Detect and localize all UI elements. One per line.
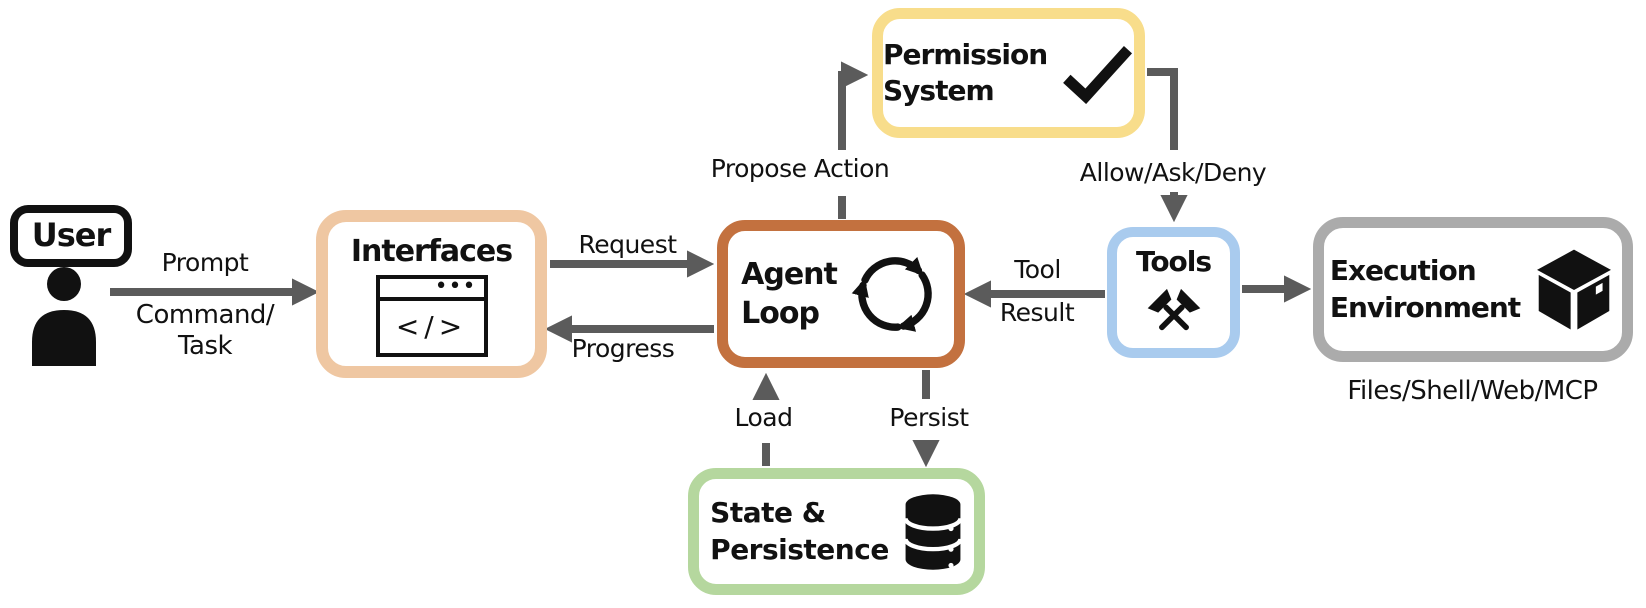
permission-system-node: Permission System xyxy=(872,8,1145,138)
execution-caption: Files/Shell/Web/MCP xyxy=(1347,376,1598,406)
tool-result-line1: Tool xyxy=(1014,255,1061,284)
hammers-icon xyxy=(1147,288,1200,330)
browser-titlebar: ••• xyxy=(379,275,484,301)
request-label: Request xyxy=(578,230,677,259)
permission-line1: Permission xyxy=(883,37,1048,71)
browser-code-icon: ••• </> xyxy=(375,274,488,357)
state-line1: State & xyxy=(710,496,826,530)
execution-line1: Execution xyxy=(1329,254,1477,288)
agent-loop-line1: Agent xyxy=(741,257,838,292)
tools-label: Tools xyxy=(1135,245,1212,279)
state-persistence-label: State & Persistence xyxy=(710,495,889,568)
interfaces-node: Interfaces ••• </> xyxy=(316,210,547,378)
propose-action-label: Propose Action xyxy=(710,154,890,183)
code-glyph: </> xyxy=(395,310,468,343)
state-line2: Persistence xyxy=(710,532,889,566)
load-label: Load xyxy=(734,403,793,432)
permission-line2: System xyxy=(883,74,995,107)
prompt-label: Prompt xyxy=(161,248,249,277)
database-icon xyxy=(903,493,963,570)
progress-label: Progress xyxy=(571,334,675,363)
check-icon xyxy=(1063,46,1133,104)
permission-system-label: Permission System xyxy=(883,37,1048,110)
command-task-line1: Command/ xyxy=(135,300,275,330)
execution-environment-node: Execution Environment xyxy=(1313,217,1633,362)
command-task-line2: Task xyxy=(177,331,233,362)
tool-result-line2: Result xyxy=(999,298,1075,327)
execution-environment-label: Execution Environment xyxy=(1329,253,1521,326)
user-node: User xyxy=(10,205,132,267)
persist-label: Persist xyxy=(889,403,969,432)
allow-ask-deny-label: Allow/Ask/Deny xyxy=(1079,158,1267,187)
agent-loop-line2: Loop xyxy=(741,296,820,331)
cycle-icon xyxy=(851,256,932,332)
command-task-label: Command/ Task xyxy=(120,300,290,362)
package-icon xyxy=(1537,249,1612,329)
agent-loop-label: Agent Loop xyxy=(741,255,838,333)
tools-node: Tools xyxy=(1107,227,1240,358)
user-label: User xyxy=(31,216,112,255)
agent-loop-node: Agent Loop xyxy=(717,220,965,368)
interfaces-label: Interfaces xyxy=(350,233,513,269)
state-persistence-node: State & Persistence xyxy=(688,468,985,595)
execution-line2: Environment xyxy=(1329,290,1521,324)
person-icon xyxy=(32,267,96,366)
allow-elbow xyxy=(1147,68,1178,150)
propose-action-arrow xyxy=(838,61,869,150)
